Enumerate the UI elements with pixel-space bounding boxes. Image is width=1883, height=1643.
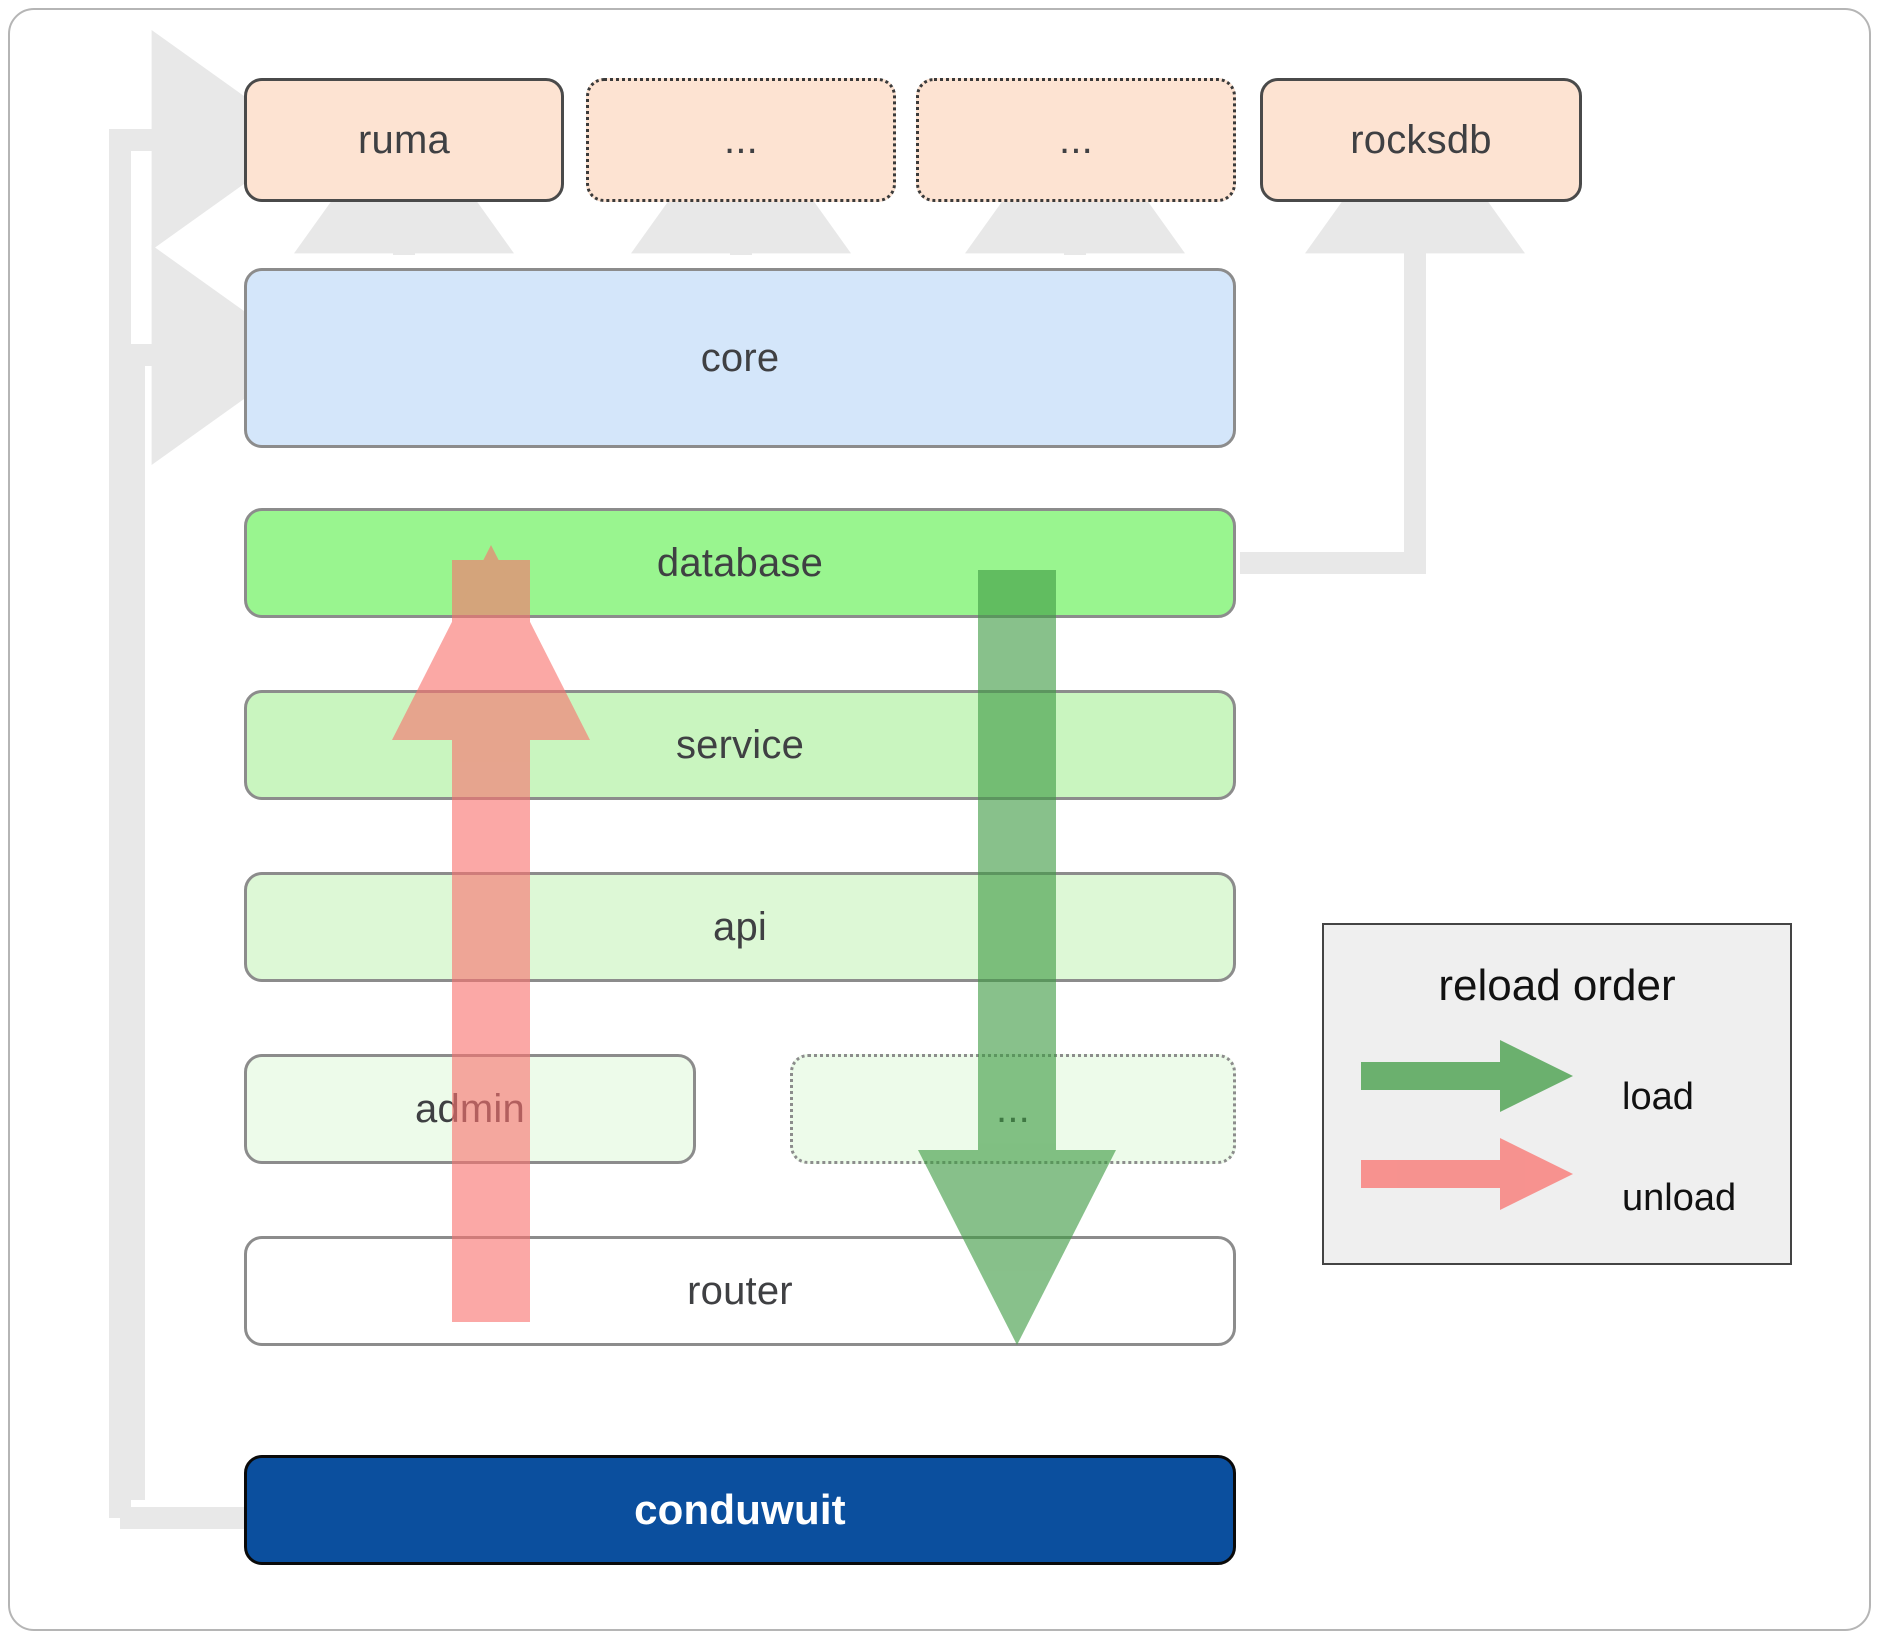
node-database-label: database <box>656 540 824 585</box>
node-conduwuit-label: conduwuit <box>634 1486 846 1533</box>
crate-ruma-label: ruma <box>358 117 450 162</box>
crate-ellipsis-2[interactable]: ... <box>916 78 1236 202</box>
node-service-label: service <box>675 722 805 767</box>
node-admin[interactable]: admin <box>244 1054 696 1164</box>
node-router[interactable]: router <box>244 1236 1236 1346</box>
node-core[interactable]: core <box>244 268 1236 448</box>
crate-rocksdb-label: rocksdb <box>1350 117 1492 162</box>
legend-label-unload: unload <box>1622 1177 1737 1219</box>
crate-ellipsis-1-label: ... <box>724 117 758 162</box>
node-core-label: core <box>700 335 780 380</box>
node-database[interactable]: database <box>244 508 1236 618</box>
crate-ellipsis-2-label: ... <box>1059 117 1093 162</box>
crate-ruma[interactable]: ruma <box>244 78 564 202</box>
legend-label-load: load <box>1622 1076 1694 1118</box>
crate-rocksdb[interactable]: rocksdb <box>1260 78 1582 202</box>
crate-ellipsis-1[interactable]: ... <box>586 78 896 202</box>
node-api-label: api <box>713 904 767 949</box>
diagram-frame <box>8 8 1871 1631</box>
node-conduwuit[interactable]: conduwuit <box>244 1455 1236 1565</box>
node-router-label: router <box>687 1268 793 1313</box>
node-ellipsis-layer-label: ... <box>996 1086 1030 1131</box>
node-api[interactable]: api <box>244 872 1236 982</box>
node-ellipsis-layer[interactable]: ... <box>790 1054 1236 1164</box>
legend-panel: reload order load unload <box>1322 923 1792 1265</box>
node-admin-label: admin <box>415 1086 525 1131</box>
node-service[interactable]: service <box>244 690 1236 800</box>
legend-title: reload order <box>1438 961 1676 1010</box>
